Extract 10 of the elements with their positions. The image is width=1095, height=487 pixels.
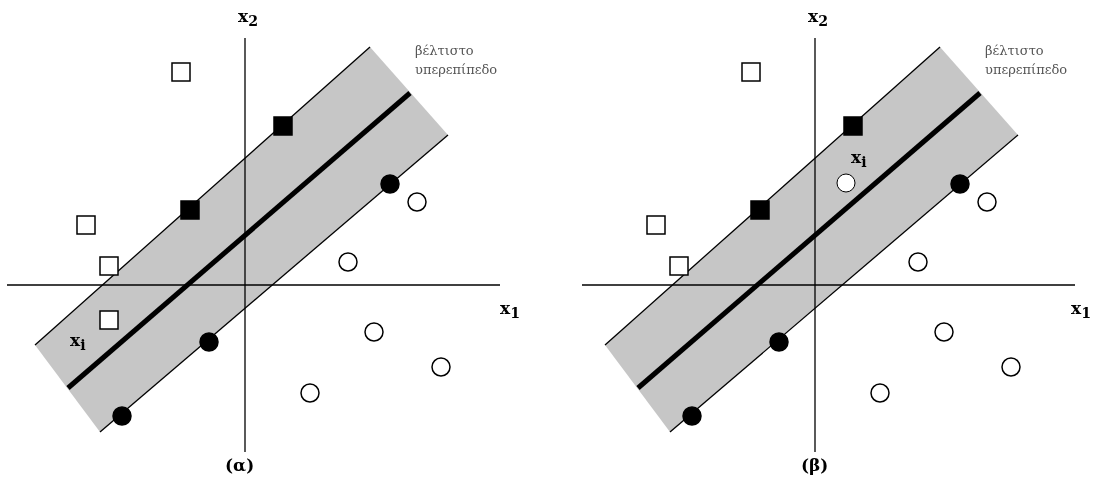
point-label: x$_{i}$ bbox=[70, 332, 86, 353]
panel-label: (β) bbox=[801, 457, 829, 474]
point-label: x$_{i}$ bbox=[851, 149, 867, 170]
annotation-text: βέλτιστο υπερεπίπεδο bbox=[415, 42, 499, 79]
panel-label: (α) bbox=[225, 457, 255, 474]
annotation-text: βέλτιστο υπερεπίπεδο bbox=[985, 42, 1069, 79]
axis-label: x$_{2}$ bbox=[238, 8, 258, 29]
axis-label: x$_{2}$ bbox=[808, 8, 828, 29]
axis-label: x$_{1}$ bbox=[500, 300, 520, 321]
axis-label: x$_{1}$ bbox=[1071, 300, 1091, 321]
